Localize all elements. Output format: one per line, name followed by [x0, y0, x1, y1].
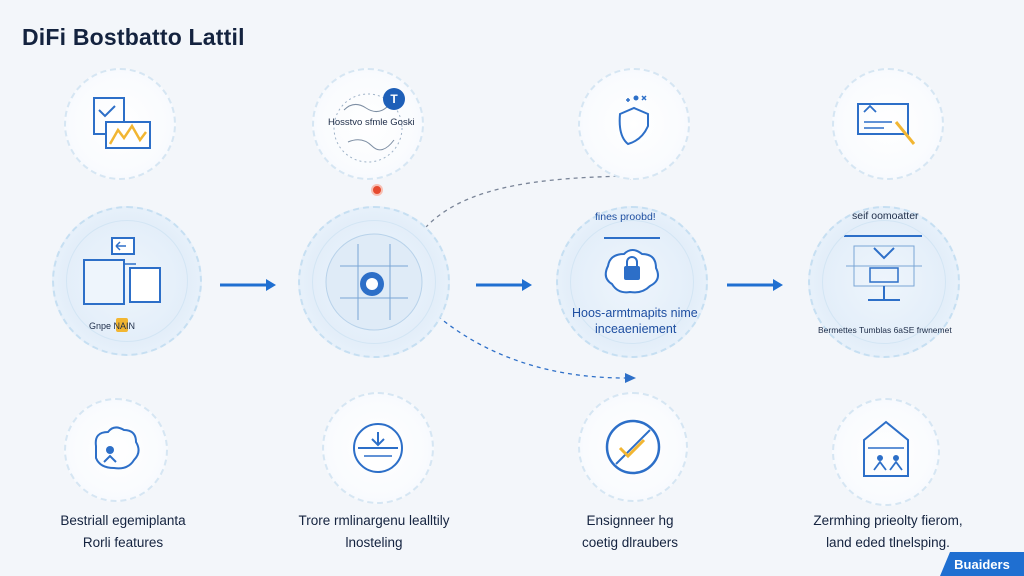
caption-3: Ensignneer hg coetig dlraubers — [520, 510, 740, 554]
node-middle-4-label-top: seif oomoatter — [852, 210, 919, 222]
caption-1-line-2: Rorli features — [82, 535, 164, 550]
node-bottom-1[interactable] — [64, 398, 168, 502]
node-top-2-label: Hosstvo sfmle Goski — [328, 117, 415, 128]
node-middle-2[interactable] — [298, 206, 450, 358]
node-bottom-3[interactable] — [578, 392, 688, 502]
caption-1-line-1: Bestriall egemiplanta — [60, 513, 186, 528]
caption-3-line-2: coetig dlraubers — [581, 535, 679, 550]
node-bottom-4[interactable] — [832, 398, 940, 506]
node-middle-4-label-bottom: Bermettes Tumblas 6aSE frwnemet — [818, 325, 952, 335]
document-tool-icon — [857, 103, 916, 145]
caption-3-line-1: Ensignneer hg — [586, 513, 674, 528]
node-middle-3[interactable] — [556, 206, 708, 358]
node-middle-3-label-top: fines proobd! — [595, 211, 656, 223]
shield-heart-icon — [618, 95, 649, 146]
caption-1: Bestriall egemiplanta Rorli features — [13, 510, 233, 554]
checkmark-circle-icon — [605, 419, 661, 475]
node-middle-1[interactable] — [52, 206, 202, 356]
node-top-4[interactable] — [832, 68, 944, 180]
caption-4-line-1: Zermhing prieolty fierom, — [813, 513, 963, 528]
document-chart-icon — [93, 97, 151, 149]
folder-files-icon — [83, 237, 161, 305]
house-people-icon — [863, 420, 909, 477]
node-middle-1-label: Gnpe NAIN — [89, 321, 136, 331]
caption-2-line-1: Trore rmlinargenu lealltily — [298, 513, 450, 528]
location-pin-icon — [371, 184, 383, 196]
download-badge-icon — [353, 423, 403, 473]
map-globe-icon — [333, 93, 403, 163]
page-title: DiFi Bostbatto Lattil — [22, 24, 245, 50]
node-middle-4[interactable] — [808, 206, 960, 358]
node-top-2[interactable] — [312, 68, 424, 180]
node-top-1[interactable] — [64, 68, 176, 180]
network-core-icon — [325, 233, 423, 331]
node-top-3[interactable] — [578, 68, 690, 180]
caption-2-line-2: lnosteling — [345, 535, 403, 550]
curve-arrowhead-down — [625, 373, 636, 383]
caption-2: Trore rmlinargenu lealltily lnosteling — [264, 510, 484, 554]
caption-4-line-2: land eded tlnelsping. — [826, 535, 950, 550]
arrow-right-icon — [220, 279, 276, 291]
node-badge: T — [383, 88, 405, 110]
highlight-tag — [116, 318, 128, 332]
people-cloud-icon — [94, 426, 140, 470]
arrow-right-icon — [476, 279, 532, 291]
node-middle-3-label-2: inceaeniement — [595, 322, 677, 336]
arrow-right-icon — [727, 279, 783, 291]
corner-badge[interactable]: Buaiders — [940, 552, 1024, 576]
node-bottom-2[interactable] — [322, 392, 434, 504]
node-middle-3-label-1: Hoos-armtmapits nime — [572, 306, 698, 320]
caption-4: Zermhing prieolty fierom, land eded tlne… — [778, 510, 998, 554]
